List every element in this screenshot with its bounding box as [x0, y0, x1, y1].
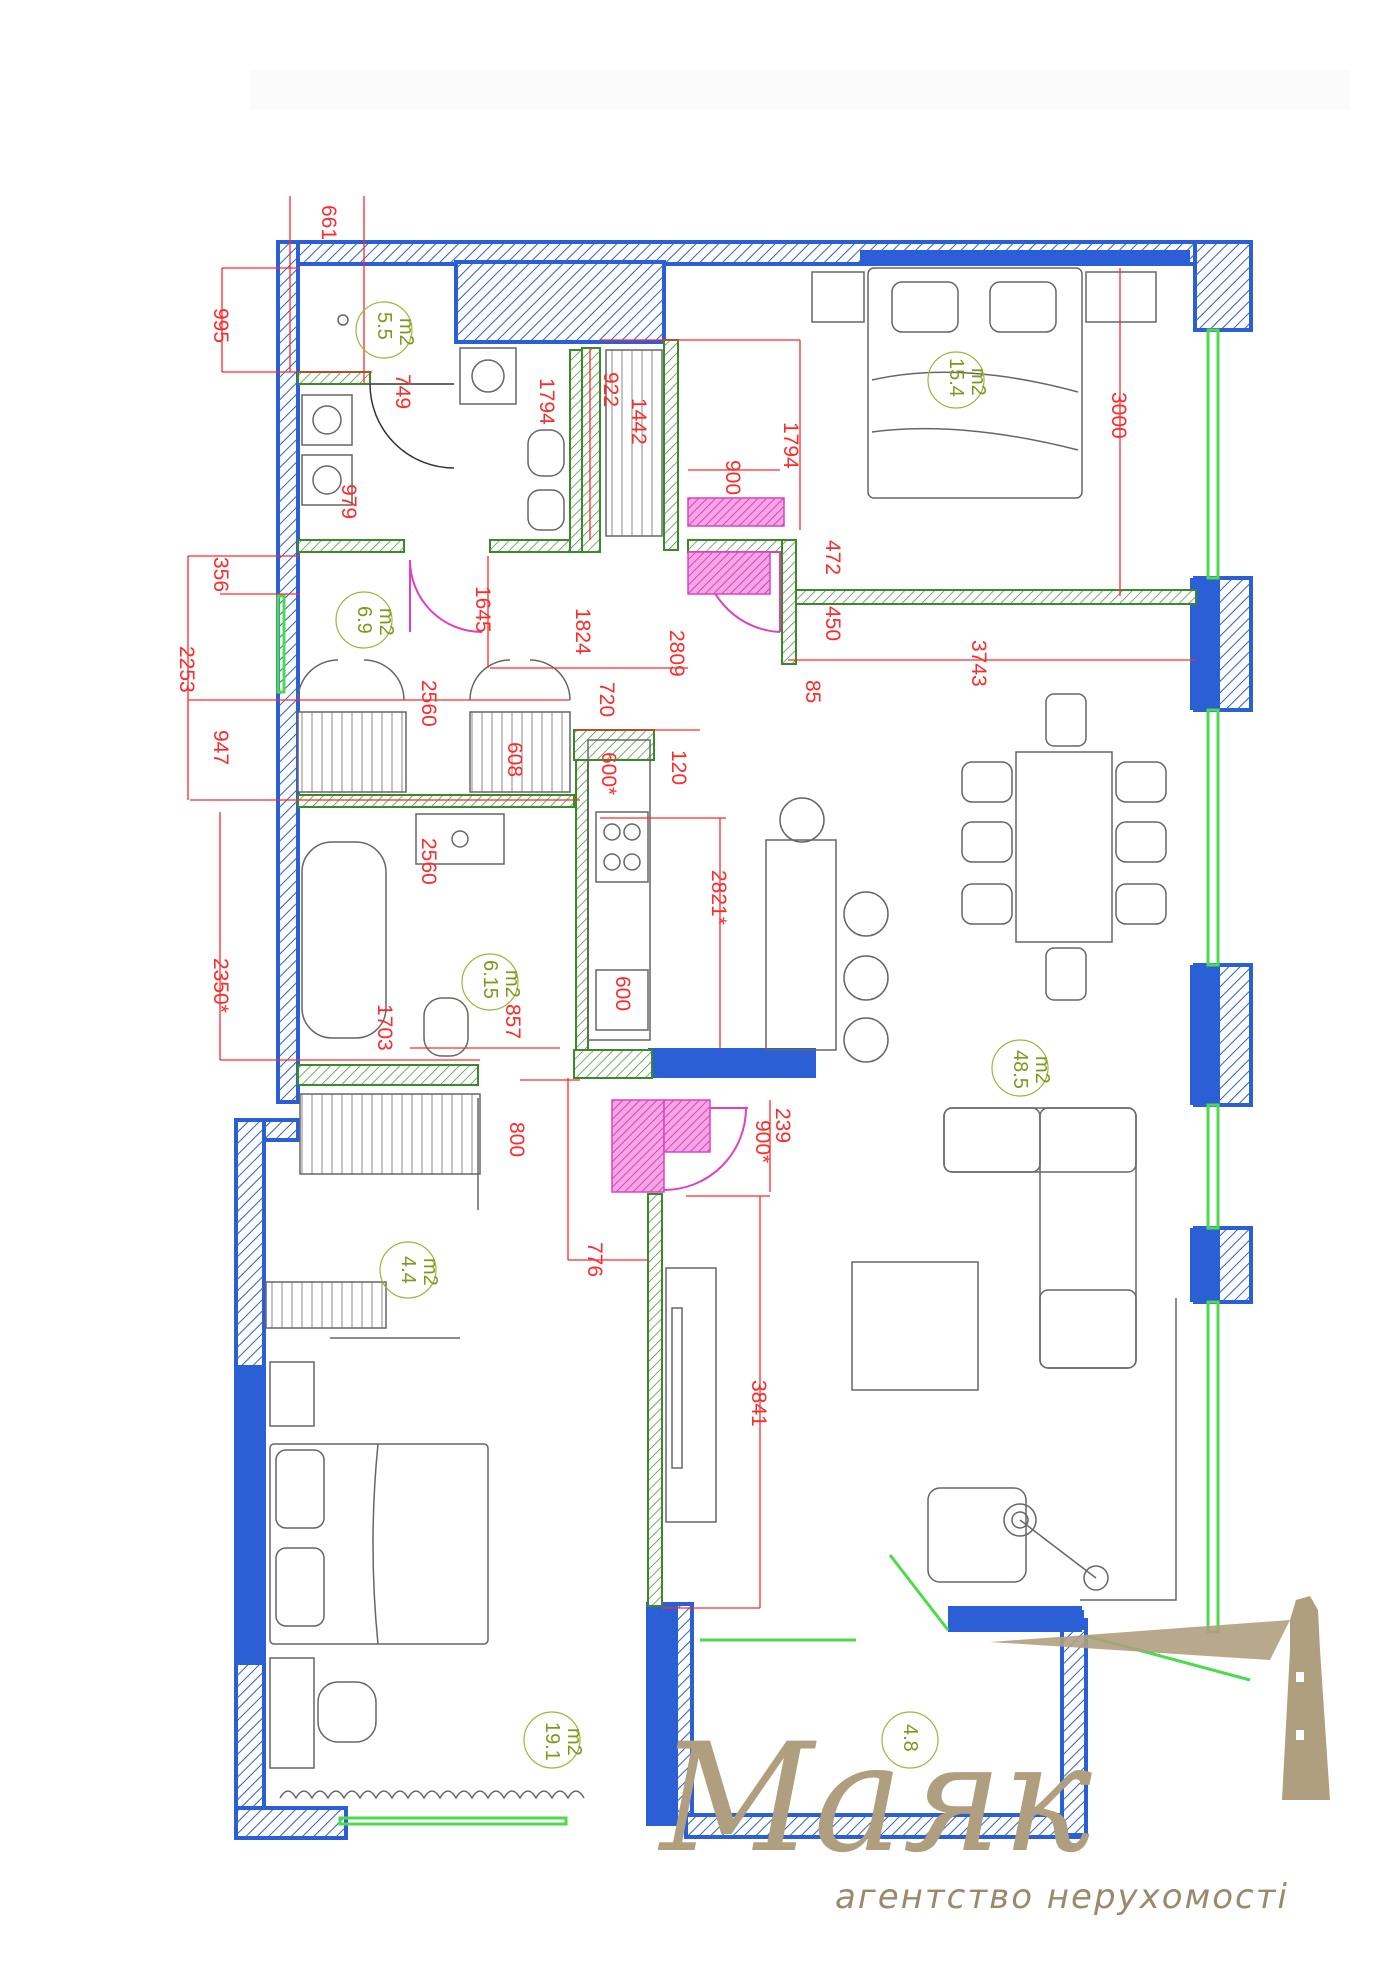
partitions — [297, 339, 1197, 1607]
dim-3841: 3841 — [747, 1380, 770, 1427]
brand-name: Маяк — [657, 1712, 1092, 1886]
dim-85: 85 — [801, 680, 824, 703]
dim-2809: 2809 — [665, 630, 688, 677]
dim-2253: 2253 — [175, 646, 198, 693]
room-bathroom-area: 6.15 — [479, 960, 501, 999]
dim-120: 120 — [667, 750, 690, 785]
dim-1645: 1645 — [471, 586, 494, 633]
header-blur — [250, 70, 1350, 110]
dim-857: 857 — [501, 1004, 524, 1039]
dim-947: 947 — [209, 730, 232, 765]
room-hall-area: 6.9 — [353, 606, 375, 634]
room-label-texts: 5.5 m2 15.4 m2 6.9 m2 6.15 m2 48.5 m2 4.… — [353, 312, 1053, 1761]
room-master-area: 15.4 — [945, 358, 967, 397]
dim-608: 608 — [503, 742, 526, 777]
room-labels — [335, 301, 1049, 1769]
dim-3743: 3743 — [967, 640, 990, 687]
door-zones — [611, 497, 785, 1193]
dim-720: 720 — [595, 682, 618, 717]
dimension-labels: 661 995 749 1794 922 1442 1794 900 3000 … — [175, 205, 1130, 1427]
dim-600star: 600* — [597, 752, 620, 795]
room-hall-unit: m2 — [375, 608, 397, 636]
room-bedroom2-unit: m2 — [563, 1728, 585, 1756]
room-bath-small-area: 5.5 — [373, 312, 395, 340]
room-bedroom2-area: 19.1 — [541, 1722, 563, 1761]
room-bathroom-unit: m2 — [501, 970, 523, 998]
dim-1794b: 1794 — [779, 422, 802, 469]
dim-2350star: 2350* — [209, 958, 232, 1013]
room-living-area: 48.5 — [1009, 1050, 1031, 1089]
brand-tagline: агентство нерухомості — [835, 1877, 1289, 1917]
dim-2560a: 2560 — [417, 680, 440, 727]
dim-472: 472 — [821, 540, 844, 575]
dim-239: 239 — [771, 1108, 794, 1143]
dim-900: 900 — [721, 460, 744, 495]
dim-800: 800 — [505, 1122, 528, 1157]
room-bath-small-unit: m2 — [395, 318, 417, 346]
room-dressing-area: 4.4 — [397, 1256, 419, 1284]
dim-922: 922 — [599, 372, 622, 407]
dim-979: 979 — [337, 484, 360, 519]
dim-356: 356 — [209, 557, 232, 592]
dim-661: 661 — [317, 205, 340, 240]
dim-2560b: 2560 — [417, 838, 440, 885]
furniture — [265, 267, 1177, 1800]
room-balcony-area: 4.8 — [899, 1724, 921, 1752]
dimension-lines — [187, 196, 1196, 1609]
dim-1794a: 1794 — [535, 378, 558, 425]
dim-1442: 1442 — [627, 398, 650, 445]
dim-1703: 1703 — [373, 1004, 396, 1051]
dim-2821star: 2821* — [707, 870, 730, 925]
dim-3000: 3000 — [1107, 392, 1130, 439]
dim-450: 450 — [821, 606, 844, 641]
dim-1824: 1824 — [571, 608, 594, 655]
dim-600: 600 — [611, 976, 634, 1011]
room-master-unit: m2 — [967, 368, 989, 396]
dim-776: 776 — [583, 1242, 606, 1277]
room-living-unit: m2 — [1031, 1056, 1053, 1084]
dim-749: 749 — [391, 374, 414, 409]
room-dressing-unit: m2 — [419, 1258, 441, 1286]
columns — [236, 250, 1220, 1824]
dim-995: 995 — [209, 308, 232, 343]
dim-900star: 900* — [751, 1120, 774, 1163]
brand-logo: Маяк агентство нерухомості — [657, 1596, 1330, 1917]
